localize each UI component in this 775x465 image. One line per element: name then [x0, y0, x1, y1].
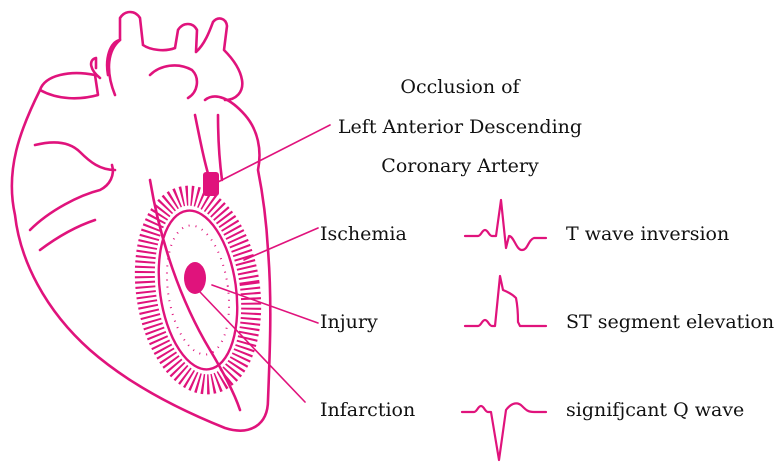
aorta [109, 12, 242, 100]
interventricular-groove [150, 180, 240, 410]
st-segment-elevation-label: ST segment elevation [566, 311, 774, 333]
ecg-t-wave-inversion-trace [465, 200, 546, 250]
infarction-label: Infarction [320, 399, 415, 421]
title-line-1: Occlusion of [400, 76, 521, 98]
infarction-core [184, 262, 206, 294]
title-line-2: Left Anterior Descending [338, 116, 582, 138]
injury-leader [212, 285, 318, 323]
pulmonary-trunk [91, 40, 197, 98]
ischemia-leader [244, 228, 318, 260]
great-vessel-left [35, 142, 115, 170]
significant-q-wave-label: signifjcant Q wave [566, 399, 744, 421]
heart-illustration [12, 12, 270, 431]
ischemia-label: Ischemia [320, 223, 407, 245]
ecg-st-segment-elevation-trace [465, 276, 546, 326]
occlusion-leader [218, 125, 330, 182]
coronary-branch-right [30, 165, 113, 250]
left-atrium [40, 73, 98, 98]
occlusion-title: Occlusion of Left Anterior Descending Co… [338, 76, 582, 177]
title-line-3: Coronary Artery [381, 155, 539, 177]
ecg-significant-q-wave-trace [462, 403, 546, 460]
left-anterior-descending-artery [195, 115, 222, 180]
injury-label: Injury [320, 311, 378, 333]
t-wave-inversion-label: T wave inversion [566, 223, 729, 245]
